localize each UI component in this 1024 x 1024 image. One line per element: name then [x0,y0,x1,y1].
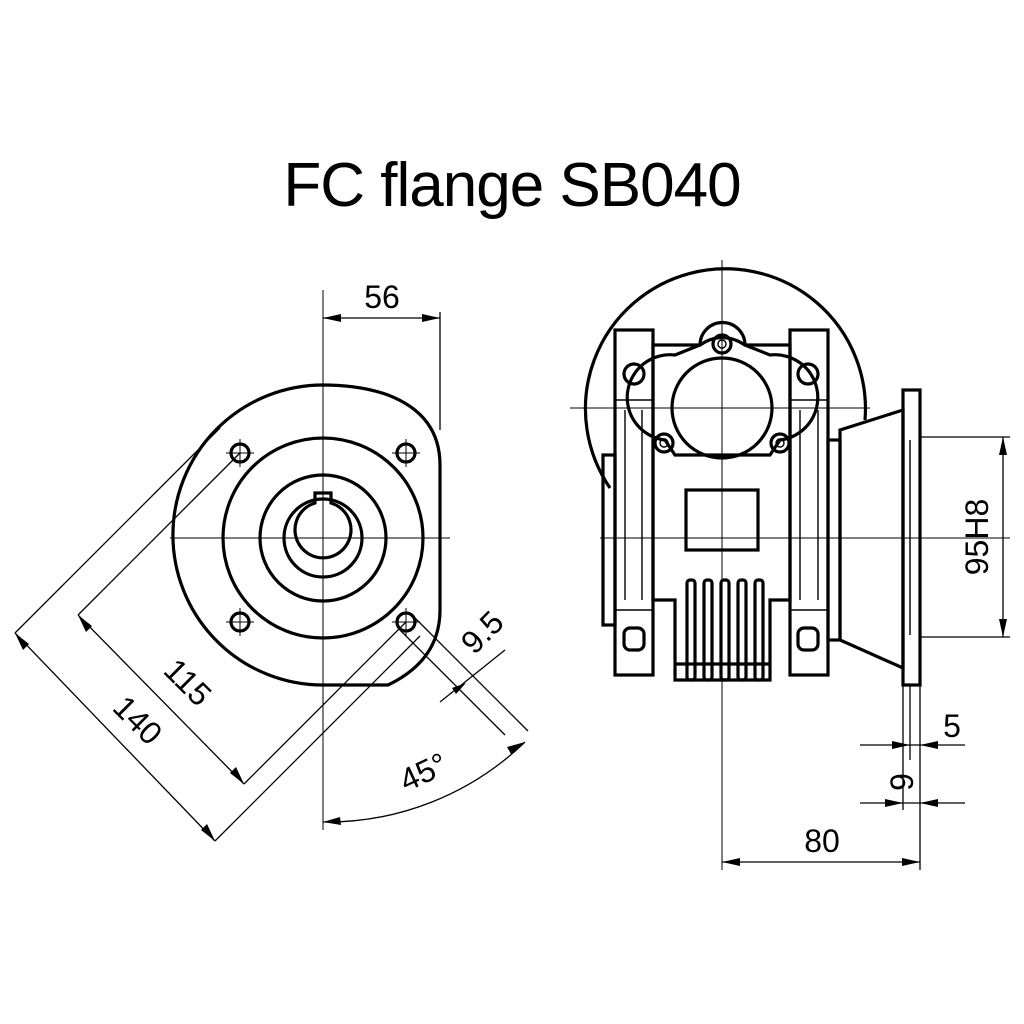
dim-9.5-line-a [399,629,506,736]
label-5: 5 [943,708,961,744]
label-80: 80 [804,823,840,859]
lug-hole-tr [796,362,820,386]
boss-hole-left [653,432,675,454]
shaft-stub-left [601,453,617,627]
dim-9.5-line-b [412,615,529,732]
dim-9.5-leader [439,649,506,703]
dim-45-arc [322,741,526,823]
label-95h8: 95H8 [959,499,995,576]
dim-140-ext-b [214,635,421,842]
flange-plate [901,388,922,687]
boss-hole-right [769,432,791,454]
front-view [14,290,529,842]
keyed-bore [293,491,353,560]
bore-outer-circle [282,497,364,579]
shaft-stub-right [826,438,842,642]
lug-slot-bl [622,626,646,652]
dim-115-line [77,614,245,785]
label-115: 115 [157,651,219,713]
drawing-title: FC flange SB040 [283,151,741,220]
input-boss [625,320,820,457]
hub-circle [258,473,388,603]
lug-slot-br [796,626,820,652]
dim-115-ext-a [77,452,241,616]
boss-hole-top [711,333,733,355]
label-9: 9 [884,773,920,791]
label-45: 45° [394,745,453,798]
dim-140-line [14,632,216,842]
flange-outline [171,383,442,687]
flange-recess-circle [221,436,425,640]
side-view [570,260,1010,870]
flange-adapter-taper [838,407,905,671]
lug-left [613,328,655,677]
dim-115-ext-b [243,621,407,785]
input-bore [670,356,774,460]
housing-window [684,488,760,552]
lug-right [788,328,830,677]
label-56: 56 [364,279,400,315]
wheel-housing-arc [583,267,868,489]
dim-140-ext-a [14,427,221,634]
lug-hole-tl [622,362,646,386]
cooling-fins [675,578,770,682]
